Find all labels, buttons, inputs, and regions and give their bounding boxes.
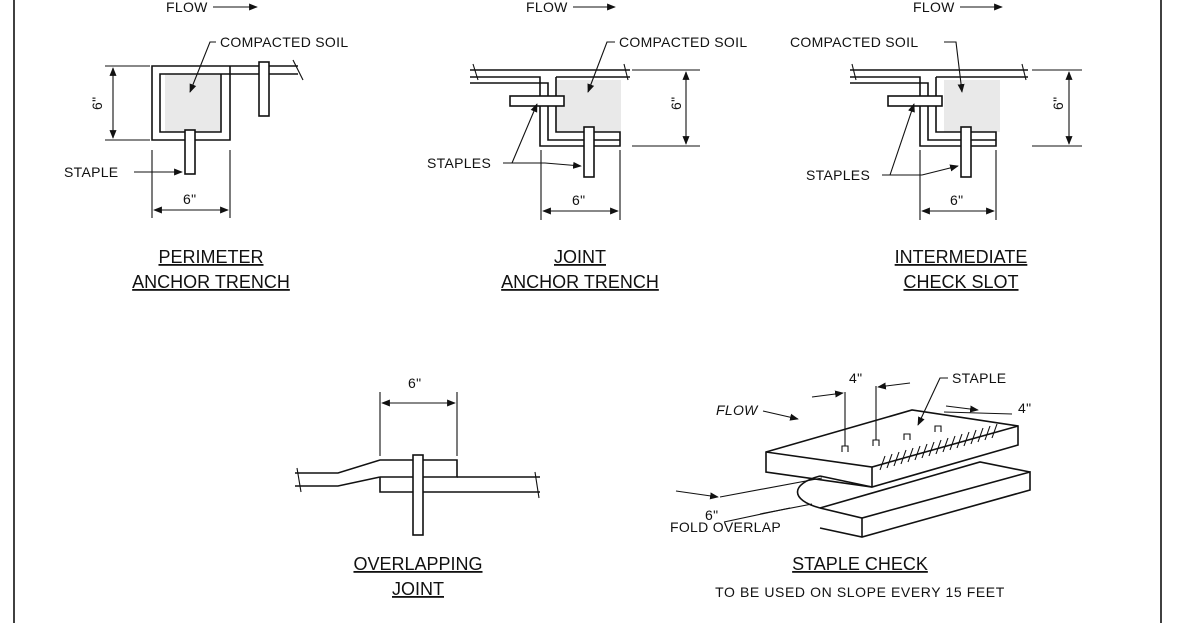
dim-6in-horizontal: 6" [572, 192, 585, 208]
staples-label: STAPLES [427, 155, 491, 171]
joint-anchor-trench-detail: FLOW COMPACTED SOIL 6" STAPLES 6" JOIN [427, 0, 747, 292]
flow-text: FLOW [913, 0, 955, 15]
compacted-soil-label: COMPACTED SOIL [619, 34, 747, 50]
flow-label: FLOW [913, 0, 1003, 15]
perimeter-title-line1: PERIMETER [158, 247, 263, 267]
staple-label: STAPLE [64, 164, 118, 180]
fold-overlap-label: FOLD OVERLAP [670, 519, 781, 535]
joint-anchor-title-line1: JOINT [554, 247, 606, 267]
perimeter-anchor-trench-detail: FLOW COMPACTED SOIL 6" STAPLE 6" PERIMET… [64, 0, 348, 292]
staple-label: STAPLE [952, 370, 1006, 386]
dim-6in-horizontal: 6" [408, 375, 421, 391]
flow-label: FLOW [526, 0, 616, 15]
intermediate-title-line1: INTERMEDIATE [895, 247, 1028, 267]
overlapping-title-line1: OVERLAPPING [353, 554, 482, 574]
perimeter-title-line2: ANCHOR TRENCH [132, 272, 290, 292]
flow-label: FLOW [166, 0, 258, 15]
flow-text: FLOW [526, 0, 568, 15]
overlapping-title-line2: JOINT [392, 579, 444, 599]
compacted-soil-label: COMPACTED SOIL [790, 34, 918, 50]
flow-text: FLOW [716, 402, 759, 418]
dim-4in-a: 4" [849, 370, 862, 386]
joint-anchor-title-line2: ANCHOR TRENCH [501, 272, 659, 292]
staple-coil [879, 423, 998, 471]
dim-6in-horizontal: 6" [950, 192, 963, 208]
dim-6in-fold: 6" [705, 507, 718, 523]
dim-4in-b: 4" [1018, 400, 1031, 416]
dim-6in-vertical: 6" [1050, 97, 1066, 110]
overlapping-joint-detail: 6" OVERLAPPING JOINT [295, 375, 540, 599]
staples-label: STAPLES [806, 167, 870, 183]
dim-6in-vertical: 6" [89, 97, 105, 110]
staple-check-note: TO BE USED ON SLOPE EVERY 15 FEET [715, 584, 1005, 600]
staple-check-detail: FLOW 4" 4" STAPLE [670, 370, 1031, 600]
flow-text: FLOW [166, 0, 208, 15]
intermediate-title-line2: CHECK SLOT [903, 272, 1018, 292]
compacted-soil-label: COMPACTED SOIL [220, 34, 348, 50]
sheet-border [13, 0, 1162, 623]
dim-6in-vertical: 6" [668, 97, 684, 110]
dim-6in-horizontal: 6" [183, 191, 196, 207]
intermediate-check-slot-detail: FLOW COMPACTED SOIL 6" STAPLES 6" INTERM… [790, 0, 1082, 292]
staple-check-title: STAPLE CHECK [792, 554, 928, 574]
